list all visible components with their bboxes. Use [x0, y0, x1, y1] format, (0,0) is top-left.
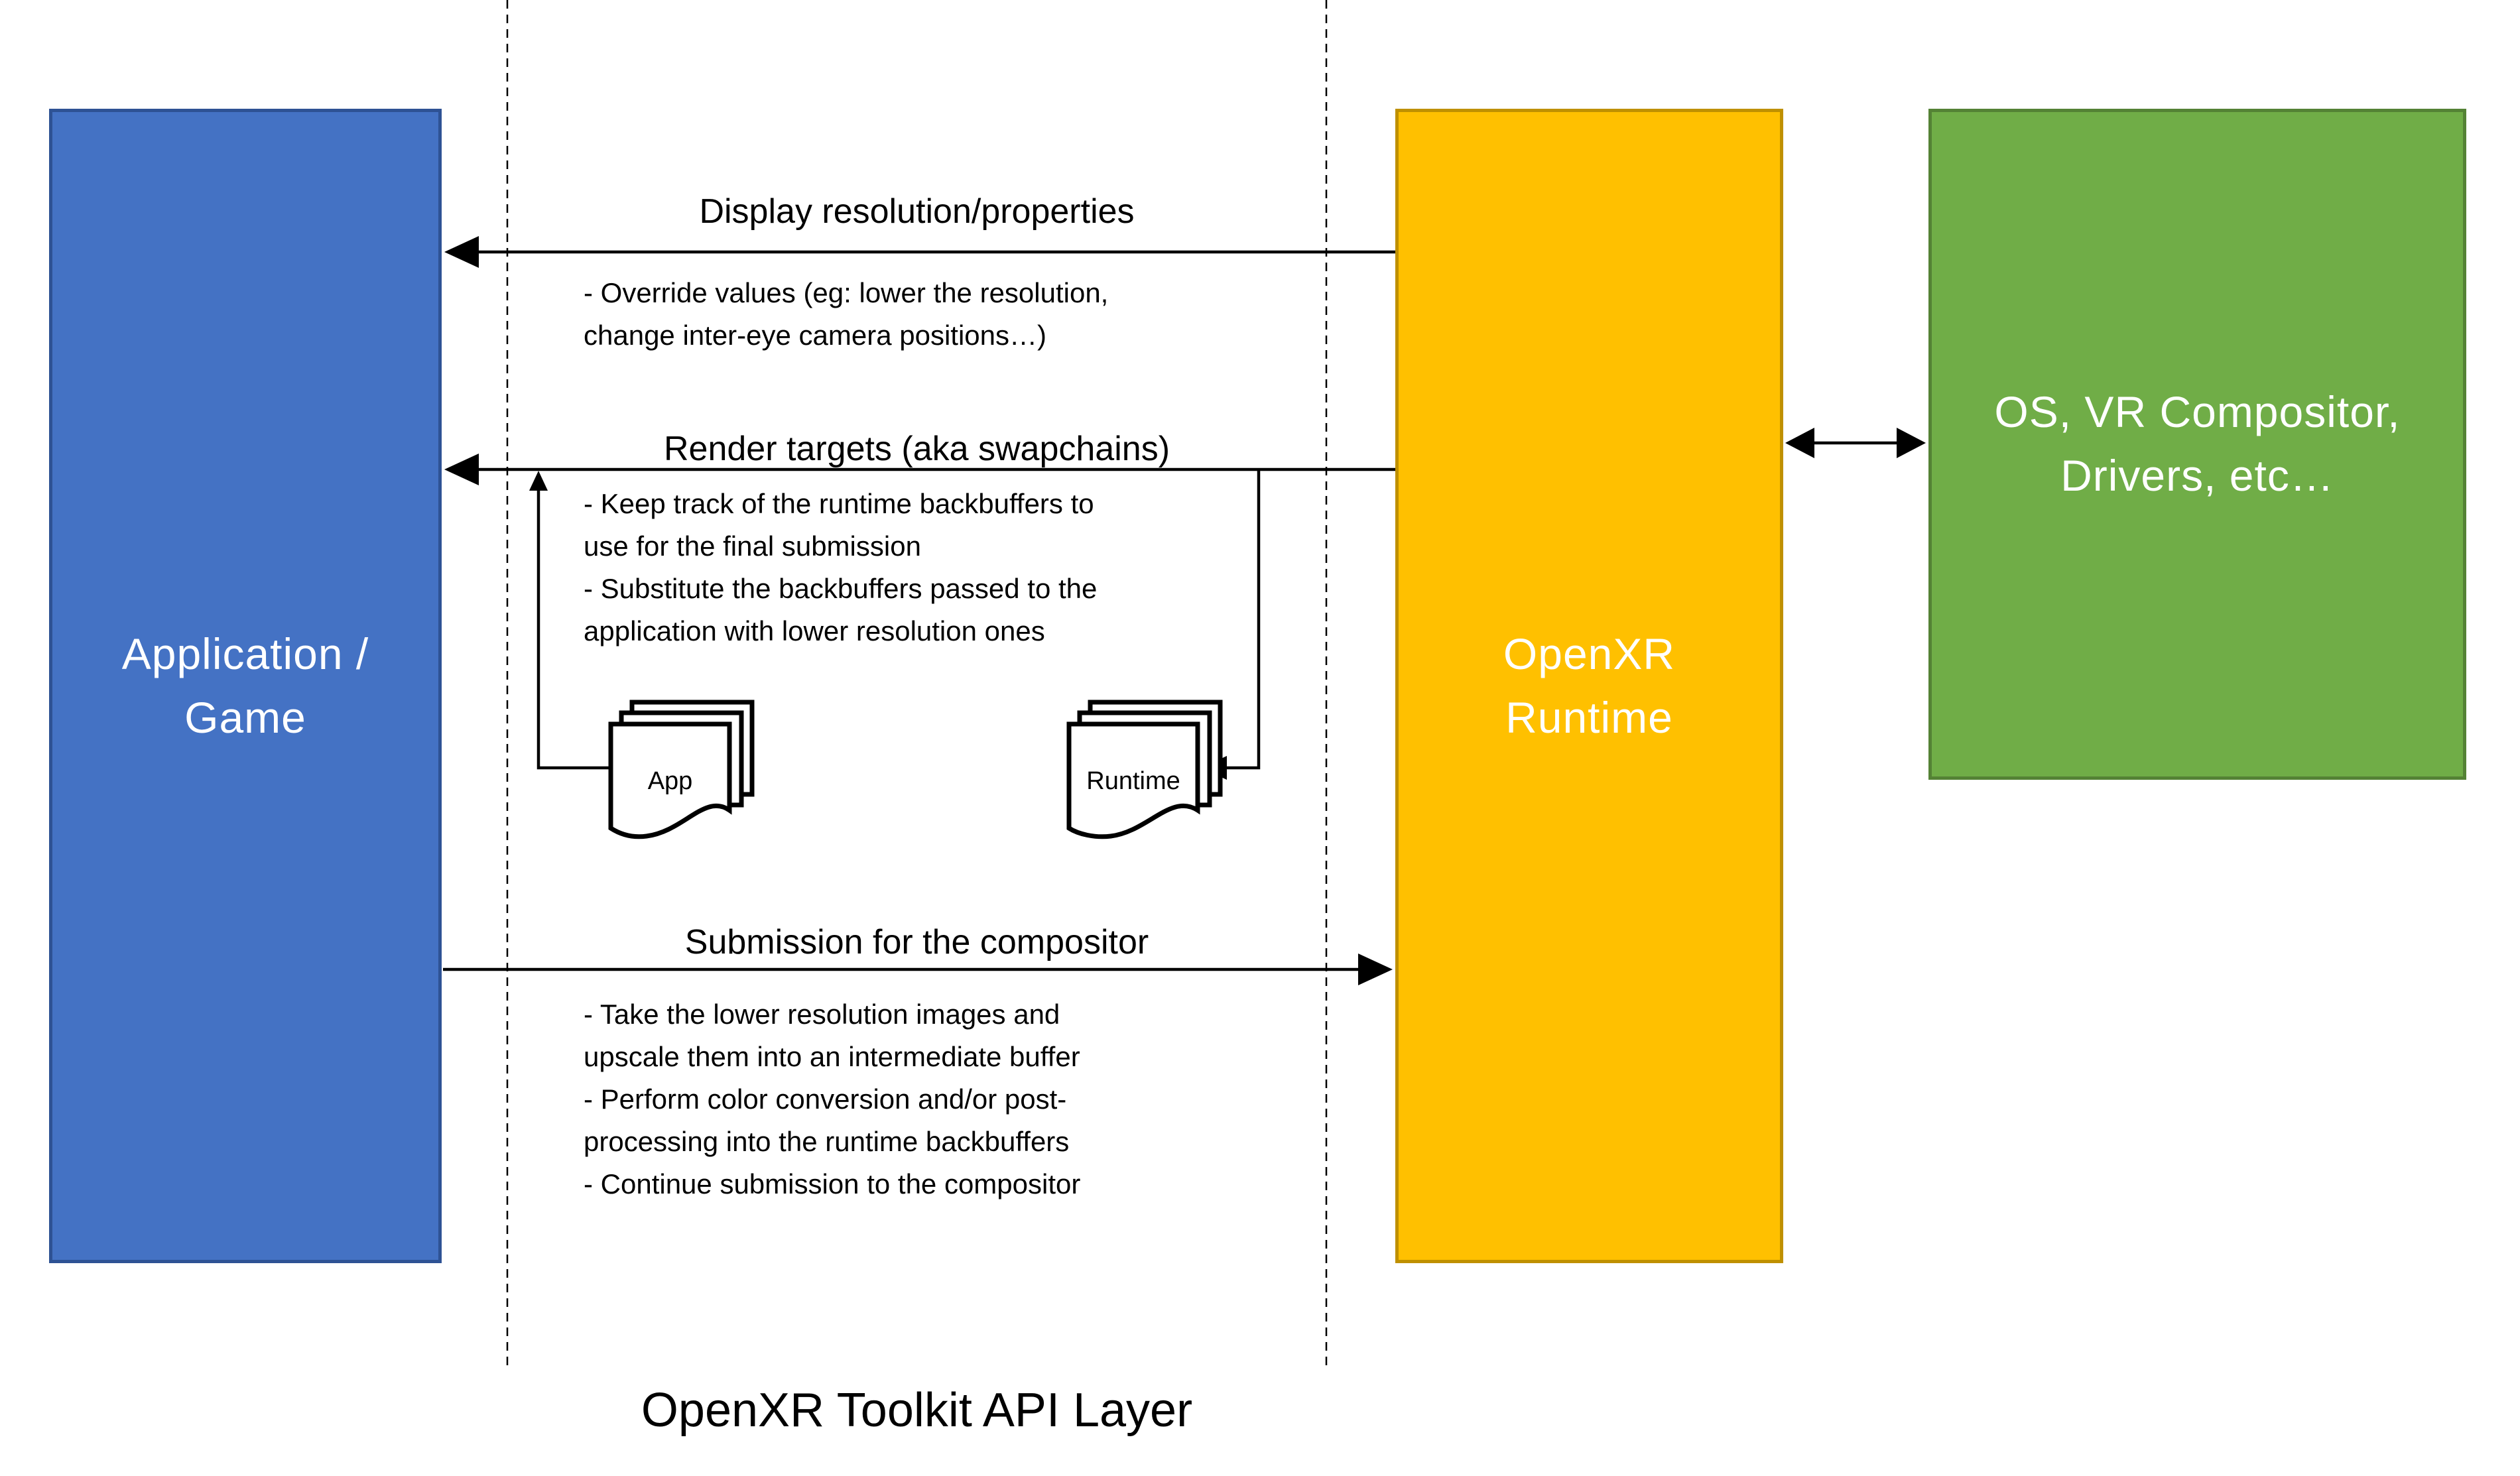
os-compositor-box: OS, VR Compositor, Drivers, etc…: [1928, 109, 2466, 780]
app-doc-to-render-connector: [536, 488, 611, 770]
openxr-runtime-box: OpenXR Runtime: [1395, 109, 1783, 1263]
app-swapchain-label: App: [647, 767, 693, 795]
application-game-box: Application / Game: [49, 109, 442, 1263]
runtime-swapchain-document-icon: [1066, 700, 1223, 839]
render-to-runtime-doc-connector: [1226, 469, 1261, 770]
runtime-os-arrowhead-right-icon: [1897, 428, 1926, 458]
os-compositor-label: OS, VR Compositor, Drivers, etc…: [1994, 387, 2401, 500]
submission-flow-title: Submission for the compositor: [684, 923, 1149, 961]
runtime-os-arrowhead-left-icon: [1785, 428, 1814, 458]
display-flow-title: Display resolution/properties: [699, 192, 1135, 231]
render-targets-flow-notes: - Keep track of the runtime backbuffers …: [584, 488, 1098, 646]
render-targets-arrowhead-left-icon: [444, 454, 479, 485]
app-swapchain-document-icon: [608, 700, 755, 839]
runtime-swapchain-label: Runtime: [1086, 767, 1180, 795]
submission-flow-notes: - Take the lower resolution images and u…: [584, 999, 1081, 1199]
display-arrowhead-left-icon: [444, 236, 479, 268]
submission-arrowhead-right-icon: [1358, 953, 1393, 985]
display-flow-notes: - Override values (eg: lower the resolut…: [584, 277, 1109, 351]
openxr-runtime-label: OpenXR Runtime: [1503, 629, 1676, 742]
app-doc-arrowhead-up-icon: [529, 471, 548, 491]
render-targets-flow-title: Render targets (aka swapchains): [663, 430, 1170, 468]
application-game-label: Application / Game: [121, 629, 369, 742]
toolkit-api-layer-label: OpenXR Toolkit API Layer: [641, 1384, 1193, 1437]
